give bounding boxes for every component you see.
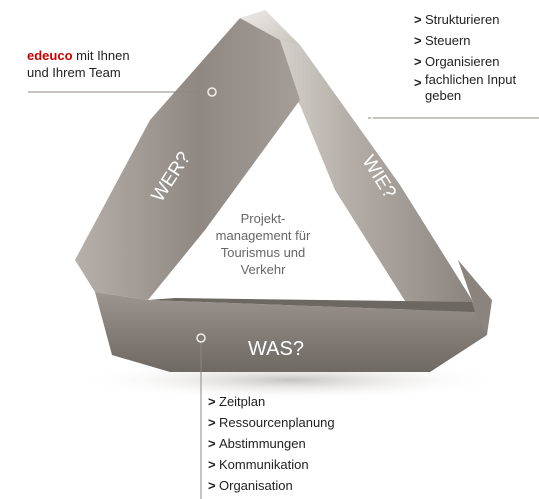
wer-callout-text: und Ihrem Team bbox=[27, 65, 121, 80]
band-was bbox=[95, 292, 487, 372]
center-label-line: management für bbox=[215, 228, 311, 243]
list-item: >fachlichen Input geben bbox=[414, 72, 537, 104]
band-wie bbox=[240, 10, 475, 322]
list-item: >Organisieren bbox=[414, 51, 537, 72]
bullet-arrow: > bbox=[414, 75, 422, 90]
list-item-label: fachlichen Input geben bbox=[425, 72, 517, 103]
list-item: >Kommunikation bbox=[208, 454, 335, 475]
list-item: >Ressourcenplanung bbox=[208, 412, 335, 433]
wer-callout: edeuco mit Ihnen und Ihrem Team bbox=[27, 47, 130, 81]
brand-name: edeuco bbox=[27, 48, 73, 63]
center-label: Projekt- management für Tourismus und Ve… bbox=[193, 210, 333, 278]
center-label-line: Verkehr bbox=[240, 262, 286, 277]
bullet-arrow: > bbox=[414, 33, 422, 48]
wie-list: >Strukturieren >Steuern >Organisieren >f… bbox=[414, 9, 537, 104]
was-leader-dot bbox=[196, 333, 206, 343]
band-top-corner bbox=[240, 10, 300, 45]
bullet-arrow: > bbox=[208, 457, 216, 472]
was-list: >Zeitplan >Ressourcenplanung >Abstimmung… bbox=[208, 391, 335, 496]
list-item-label: Zeitplan bbox=[219, 394, 266, 409]
bullet-arrow: > bbox=[208, 415, 216, 430]
bullet-arrow: > bbox=[414, 12, 422, 27]
list-item-label: Steuern bbox=[425, 33, 471, 48]
band-wer bbox=[75, 18, 300, 300]
band-was-inner-edge bbox=[148, 298, 475, 312]
list-item: >Steuern bbox=[414, 30, 537, 51]
band-wie-edge bbox=[458, 260, 492, 335]
list-item-label: Ressourcenplanung bbox=[219, 415, 335, 430]
wie-leader-dot bbox=[363, 113, 373, 123]
bullet-arrow: > bbox=[208, 436, 216, 451]
list-item: >Organisation bbox=[208, 475, 335, 496]
wer-callout-text: mit Ihnen bbox=[72, 48, 130, 63]
list-item-label: Kommunikation bbox=[219, 457, 309, 472]
wer-leader-dot bbox=[207, 87, 217, 97]
list-item: >Strukturieren bbox=[414, 9, 537, 30]
list-item-label: Organisieren bbox=[425, 54, 500, 69]
bullet-arrow: > bbox=[414, 54, 422, 69]
side-label-was: WAS? bbox=[248, 338, 304, 360]
bullet-arrow: > bbox=[208, 394, 216, 409]
list-item: >Zeitplan bbox=[208, 391, 335, 412]
center-label-line: Projekt- bbox=[240, 211, 286, 226]
list-item-label: Strukturieren bbox=[425, 12, 500, 27]
list-item-label: Abstimmungen bbox=[219, 436, 306, 451]
bullet-arrow: > bbox=[208, 478, 216, 493]
list-item: >Abstimmungen bbox=[208, 433, 335, 454]
list-item-label: Organisation bbox=[219, 478, 293, 493]
center-label-line: Tourismus und bbox=[220, 245, 306, 260]
